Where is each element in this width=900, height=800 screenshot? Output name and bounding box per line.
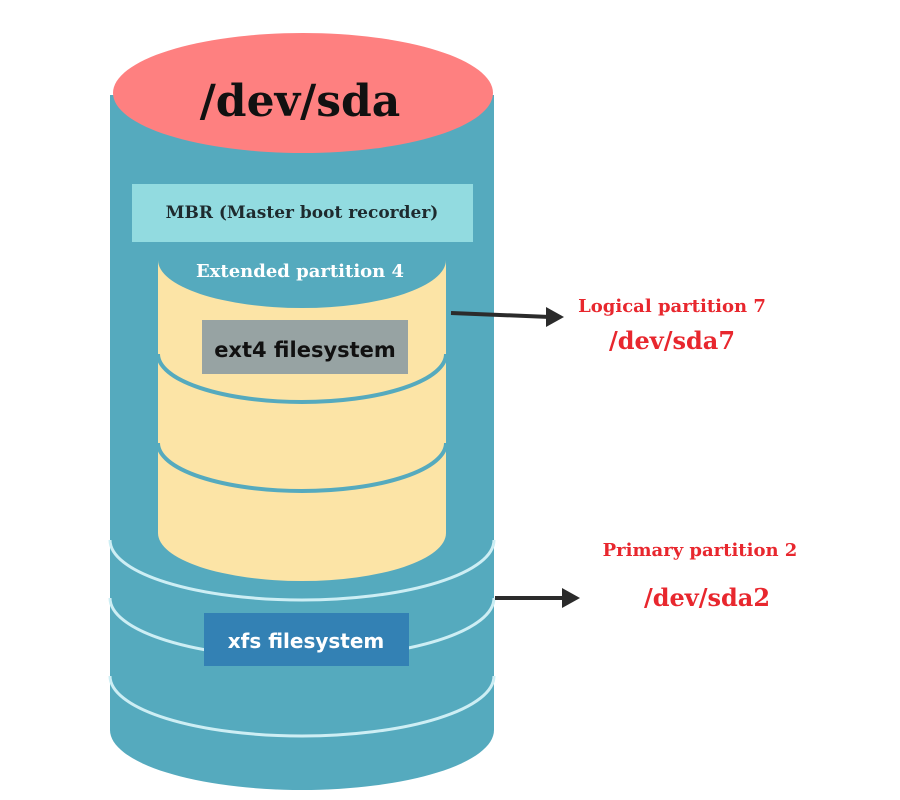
ext4-label: ext4 filesystem	[214, 338, 396, 362]
extended-ring	[156, 353, 448, 404]
disk-title: /dev/sda	[200, 76, 401, 127]
mbr-label: MBR (Master boot recorder)	[166, 203, 439, 223]
extended-partition: Extended partition 4	[156, 255, 448, 581]
extended-label: Extended partition 4	[196, 261, 404, 282]
callout-logical: Logical partition 7 /dev/sda7	[578, 296, 766, 355]
callout-logical-name: Logical partition 7	[578, 296, 766, 317]
callout-primary: Primary partition 2 /dev/sda2	[603, 540, 798, 612]
arrow-to-logical	[450, 307, 564, 327]
extended-top	[158, 255, 446, 308]
callout-primary-name: Primary partition 2	[603, 540, 798, 561]
disk-ring	[108, 539, 496, 602]
xfs-label: xfs filesystem	[228, 629, 385, 653]
callout-primary-device: /dev/sda2	[644, 583, 770, 612]
disk-ring	[108, 675, 496, 738]
ext4-box: ext4 filesystem	[202, 320, 408, 374]
arrow-to-primary	[495, 588, 580, 608]
mbr-box: MBR (Master boot recorder)	[132, 184, 473, 242]
arrow-head-icon	[546, 307, 564, 327]
arrow-head-icon	[562, 588, 580, 608]
callout-logical-device: /dev/sda7	[609, 326, 735, 355]
disk-top	[113, 33, 493, 153]
xfs-box: xfs filesystem	[204, 613, 409, 666]
extended-ring	[156, 442, 448, 493]
